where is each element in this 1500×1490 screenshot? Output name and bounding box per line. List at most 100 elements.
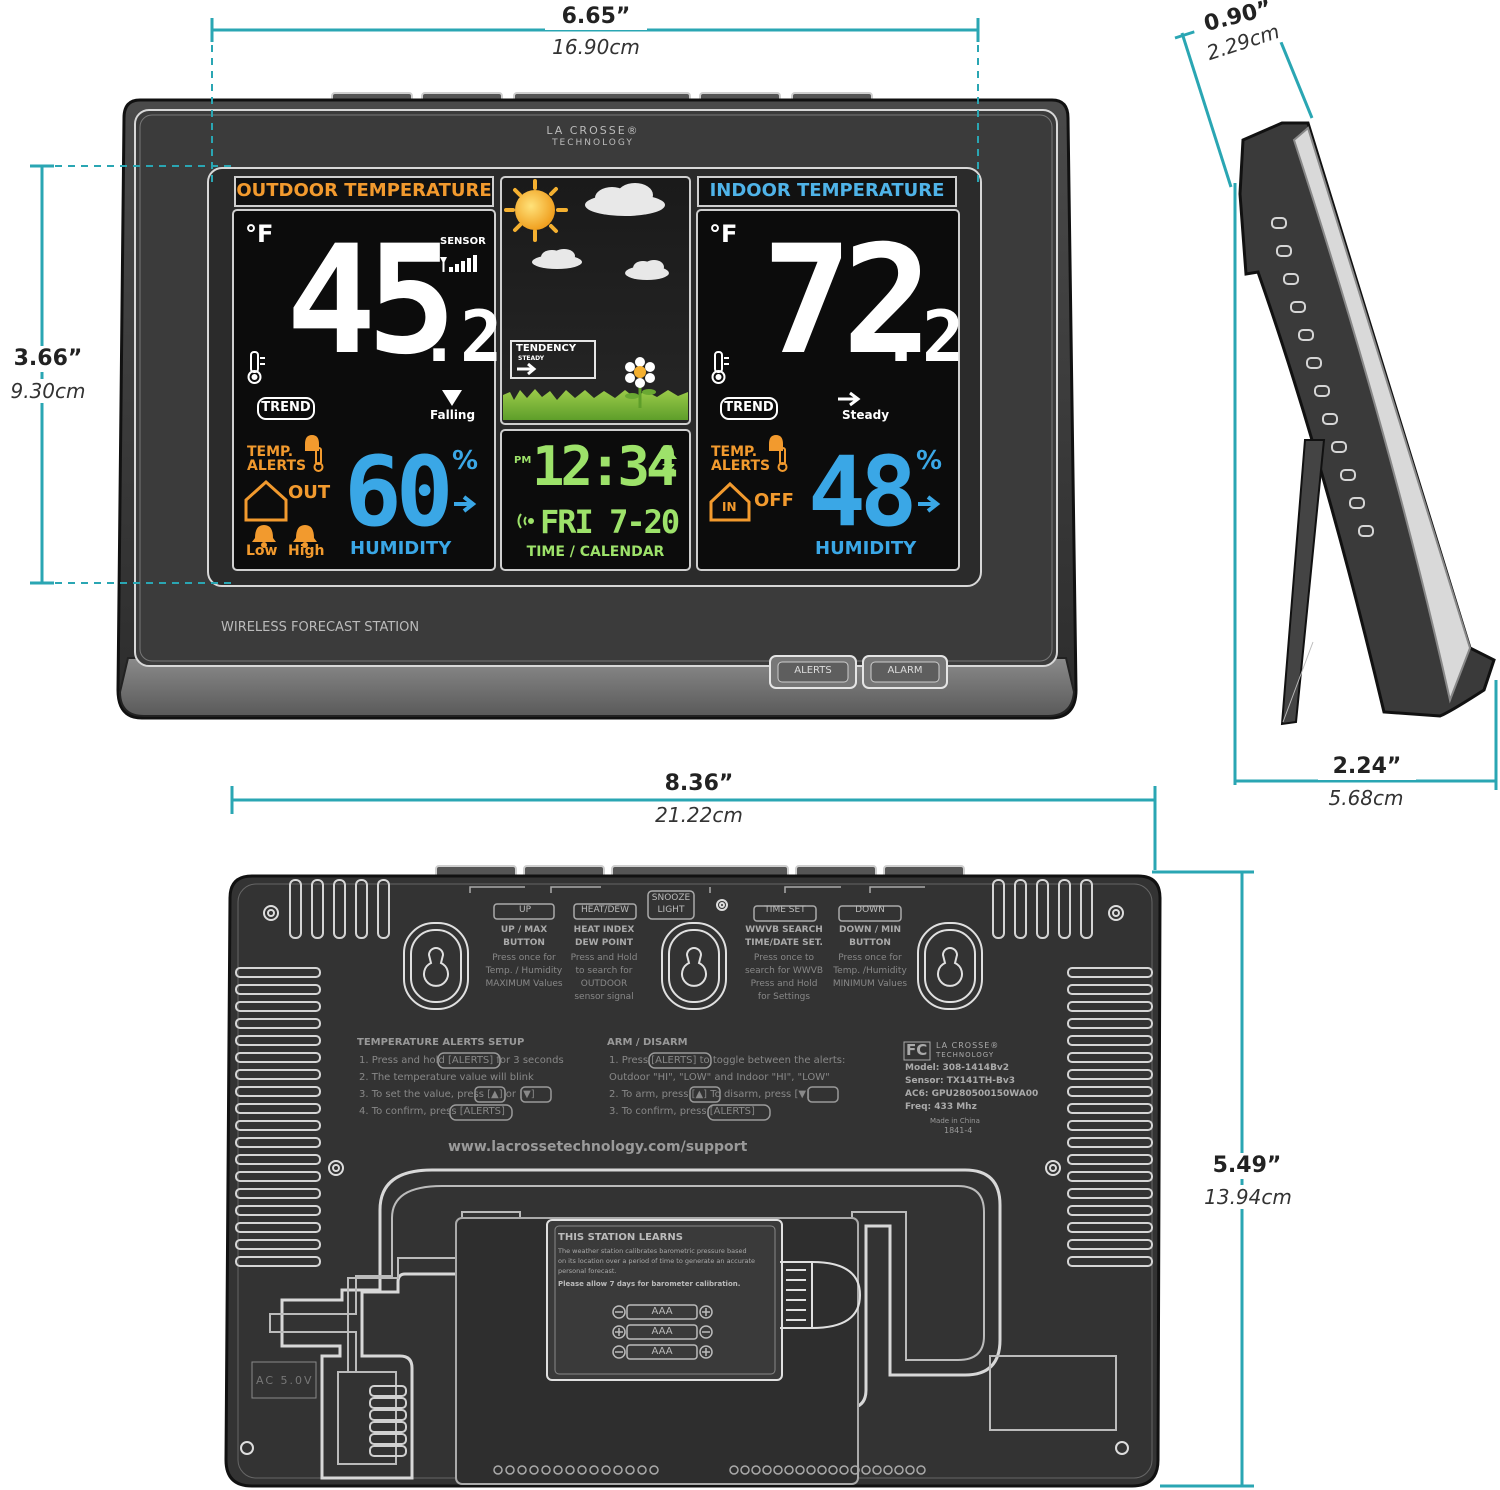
back-key-description: search for WWVB: [744, 966, 824, 976]
signal-icon: [440, 255, 477, 272]
vent-slot: [311, 879, 324, 939]
vent-slot: [1067, 984, 1153, 995]
back-key-label: DOWN: [855, 905, 885, 915]
snooze-indicator: zz: [662, 460, 675, 473]
steady-arrow-icon: [838, 391, 861, 407]
vent-slot: [235, 1205, 321, 1216]
stand-depth-inch: 2.24”: [1318, 754, 1416, 780]
outdoor-alert-bell-icon: [305, 434, 324, 472]
front-width-inch: 6.65”: [545, 4, 647, 30]
outdoor-header: OUTDOOR TEMPERATURE: [236, 180, 492, 201]
back-key-description: Press once to: [753, 953, 815, 963]
back-key-title: BUTTON: [849, 938, 891, 948]
snooze-key-label-1: SNOOZE: [651, 893, 691, 903]
vent-slot: [235, 1256, 321, 1267]
vent-slot: [1067, 1256, 1153, 1267]
side-vents: [235, 967, 1153, 1267]
indoor-header: INDOOR TEMPERATURE: [709, 180, 945, 201]
indoor-temperature: 72: [762, 214, 933, 388]
indoor-unit: °F: [709, 220, 738, 248]
off-label: OFF: [754, 490, 794, 511]
dimple: [740, 1465, 750, 1475]
dimension-lines: [30, 2, 1498, 1488]
back-key-description: MINIMUM Values: [832, 979, 908, 989]
outdoor-humidity-arrow-icon: [454, 495, 477, 513]
vent-slot: [1067, 967, 1153, 978]
back-key-description: for Settings: [757, 992, 811, 1002]
back-key-description: Press once for: [838, 953, 902, 963]
arm-disarm-step: 1. Press [ALERTS] to toggle between the …: [609, 1055, 846, 1066]
dimple: [762, 1465, 772, 1475]
ac-jack-label: [251, 1361, 317, 1399]
alerts-setup-step: 3. To set the value, press [▲] or [▼]: [359, 1089, 535, 1100]
dimple: [517, 1465, 527, 1475]
battery-label: AAA: [651, 1326, 673, 1337]
dimple: [905, 1465, 915, 1475]
vent-slot: [333, 879, 346, 939]
alerts-setup-step: 2. The temperature value will blink: [359, 1072, 534, 1083]
vent-slot: [1067, 1103, 1153, 1114]
label-area: [989, 1355, 1117, 1431]
cloud-icon: [532, 183, 669, 280]
grass-strip: [503, 389, 688, 420]
falling-arrow-icon: [442, 390, 462, 406]
vent-slot: [355, 879, 368, 939]
alerts-setup-step: 4. To confirm, press [ALERTS]: [359, 1106, 505, 1117]
back-key-description: Temp. /Humidity: [833, 966, 907, 976]
keyhole-mounts: [403, 922, 983, 1010]
indoor-humidity: 48: [808, 436, 918, 548]
vent-slot: [1067, 1222, 1153, 1233]
top-vents: [289, 879, 1093, 939]
brand-subtitle: TECHNOLOGY: [552, 138, 634, 148]
indoor-alerts-label-2: ALERTS: [711, 458, 771, 474]
battery-label: AAA: [651, 1306, 673, 1317]
vent-slot: [1036, 879, 1049, 939]
indoor-panel: [696, 209, 960, 571]
arm-disarm-step: Outdoor "HI", "LOW" and Indoor "HI", "LO…: [609, 1072, 830, 1083]
back-key-description: OUTDOOR: [580, 979, 628, 989]
indoor-house-icon: [709, 481, 751, 522]
vent-slot: [235, 1035, 321, 1046]
vent-slot: [235, 1239, 321, 1250]
dimple: [637, 1465, 647, 1475]
vent-slot: [1067, 1239, 1153, 1250]
vent-slot: [235, 1222, 321, 1233]
outdoor-panel: [232, 209, 496, 571]
indoor-trend-label: TREND: [724, 400, 774, 415]
vent-slot: [1067, 1137, 1153, 1148]
back-key-title: UP / MAX: [500, 925, 548, 935]
dimple: [613, 1465, 623, 1475]
in-label: IN: [722, 500, 737, 514]
out-label: OUT: [288, 482, 331, 503]
outdoor-header-box: [234, 176, 494, 207]
fcc-freq: Freq: 433 Mhz: [905, 1102, 977, 1112]
snooze-key-label-2: LIGHT: [657, 905, 685, 915]
back-key-title: DOWN / MIN: [839, 925, 901, 935]
vent-slot: [1067, 1154, 1153, 1165]
back-key-description: MAXIMUM Values: [485, 979, 563, 989]
stand-depth-cm: 5.68cm: [1310, 786, 1422, 810]
vent-slot: [1067, 1052, 1153, 1063]
outdoor-alerts-label-1: TEMP.: [247, 444, 294, 460]
arm-disarm-step: 3. To confirm, press [ALERTS]: [609, 1106, 755, 1117]
arm-disarm-step: 2. To arm, press [▲] To disarm, press [▼…: [609, 1089, 810, 1100]
dimple: [649, 1465, 659, 1475]
learns-title: THIS STATION LEARNS: [558, 1232, 683, 1243]
learns-line: The weather station calibrates barometri…: [558, 1247, 747, 1255]
back-key-title: BUTTON: [503, 938, 545, 948]
dimple: [883, 1465, 893, 1475]
vent-slot: [1067, 1018, 1153, 1029]
flower-icon: [625, 357, 656, 408]
tendency-value: STEADY: [518, 355, 545, 362]
side-ridges: [1271, 217, 1374, 537]
fcc-model: Model: 308-1414Bv2: [905, 1063, 1010, 1073]
dimple: [729, 1465, 739, 1475]
front-width-cm: 16.90cm: [535, 35, 657, 59]
dimple: [894, 1465, 904, 1475]
dimple: [625, 1465, 635, 1475]
back-view: [224, 865, 1162, 1488]
outdoor-humidity-label: HUMIDITY: [350, 538, 452, 559]
sun-icon: [504, 179, 568, 242]
vent-slot: [992, 879, 1005, 939]
